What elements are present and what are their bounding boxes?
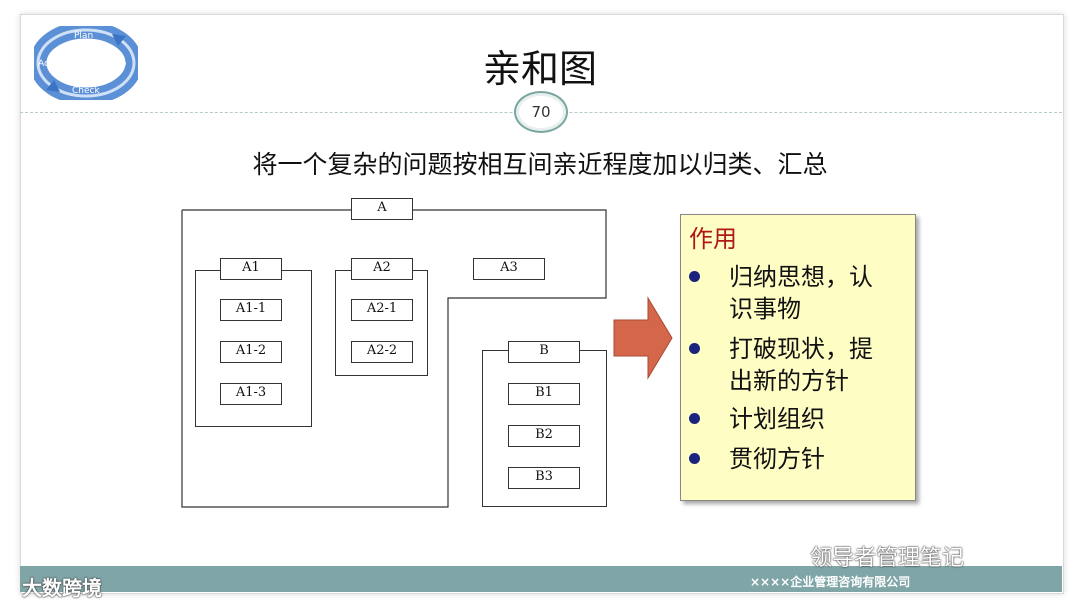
bullet-dot-icon (689, 271, 700, 282)
bullet-dot-icon (689, 343, 700, 354)
page-number-badge: 70 (514, 91, 568, 133)
card-a1-1: A1-1 (220, 299, 282, 321)
card-a2-1: A2-1 (351, 299, 413, 321)
label-a3: A3 (473, 258, 545, 280)
svg-text:Check: Check (72, 86, 100, 96)
bullet-text: 出新的方针 (729, 367, 849, 395)
svg-text:Plan: Plan (74, 31, 93, 41)
card-b2: B2 (508, 425, 580, 447)
bullet-text: 识事物 (729, 295, 801, 323)
watermark-left: 大数跨境 (22, 576, 102, 600)
slide-subtitle: 将一个复杂的问题按相互间亲近程度加以归类、汇总 (252, 150, 828, 179)
bullet-dot-icon (689, 413, 700, 424)
slide-title: 亲和图 (482, 47, 597, 91)
card-b3: B3 (508, 467, 580, 489)
svg-text:Act: Act (38, 59, 53, 69)
bullet-dot-icon (689, 453, 700, 464)
bullet-text: 计划组织 (729, 405, 825, 433)
card-a2-2: A2-2 (351, 341, 413, 363)
label-b: B (508, 341, 580, 363)
bullet-text: 归纳思想，认 (729, 263, 873, 291)
panel-title: 作用 (689, 225, 737, 253)
pdca-logo: Plan Do Check Act (34, 26, 138, 100)
card-b1: B1 (508, 383, 580, 405)
brand-logo-icon (2, 574, 17, 594)
wechat-icon (782, 543, 809, 564)
footer-company: ××××企业管理咨询有限公司 (750, 575, 911, 589)
bullet-text: 贯彻方针 (729, 445, 825, 473)
footer-bar (20, 566, 1062, 592)
bullet-text: 打破现状，提 (729, 335, 873, 363)
card-a1-2: A1-2 (220, 341, 282, 363)
svg-text:Do: Do (114, 59, 127, 69)
watermark-right: 领导者管理笔记 (810, 546, 965, 571)
label-a2: A2 (351, 258, 413, 280)
label-a1: A1 (220, 258, 282, 280)
function-panel: 作用 归纳思想，认 识事物 打破现状，提 出新的方针 计划组织 贯彻方针 (680, 214, 916, 501)
card-a1-3: A1-3 (220, 383, 282, 405)
right-arrow-icon (613, 296, 673, 380)
label-a: A (351, 198, 413, 220)
